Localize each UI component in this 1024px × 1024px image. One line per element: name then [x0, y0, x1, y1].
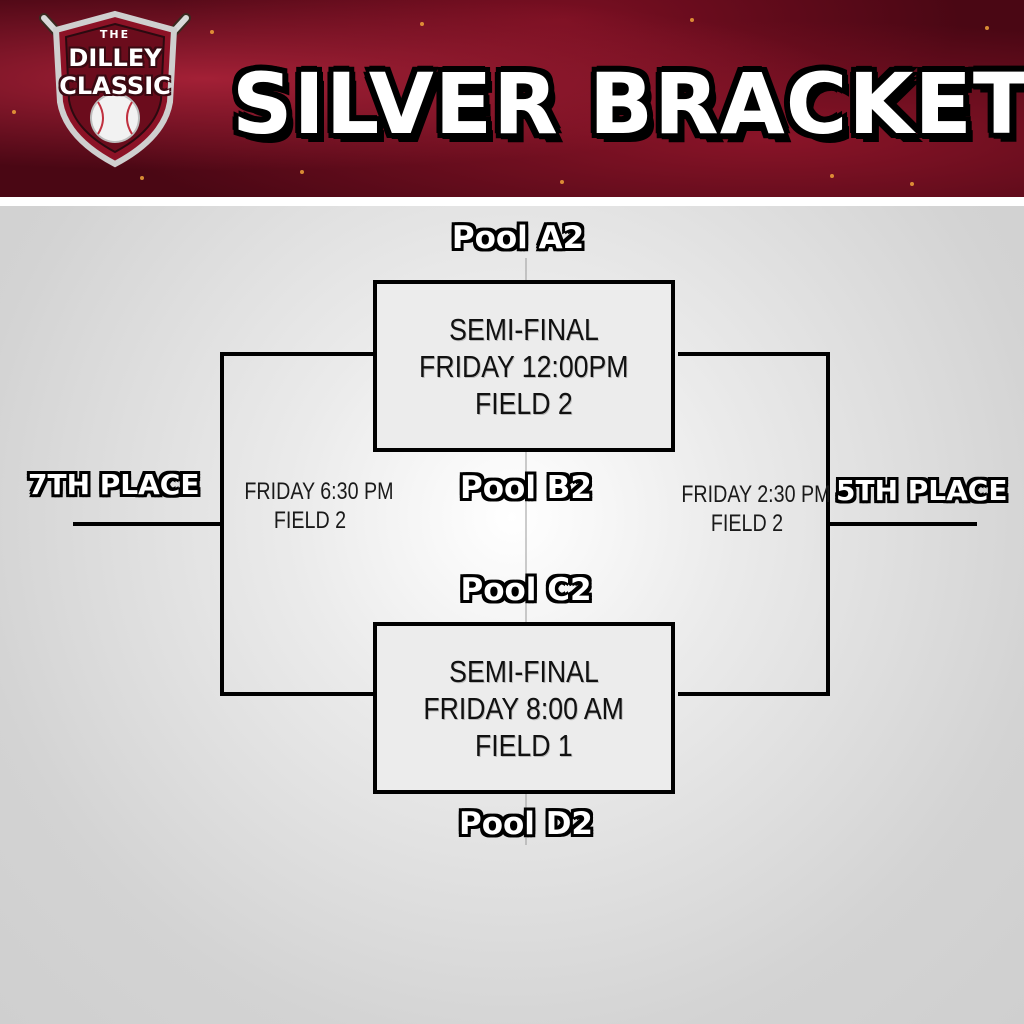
spark-decoration [140, 176, 144, 180]
dilley-classic-logo: THE DILLEY CLASSIC [36, 10, 194, 170]
header-divider [0, 197, 1024, 206]
spark-decoration [300, 170, 304, 174]
fifth-place-game-field: FIELD 2 [710, 510, 784, 537]
semifinal-bottom-title: SEMI-FINAL [449, 653, 599, 689]
semifinal-top-time: FRIDAY 12:00PM [419, 348, 629, 384]
fifth-place-game-info: FRIDAY 2:30 PM FIELD 2 [667, 480, 831, 538]
spark-decoration [690, 18, 694, 22]
semifinal-top-box: SEMI-FINAL FRIDAY 12:00PM FIELD 2 [373, 280, 675, 452]
pool-a-label: Pool A2 [451, 220, 585, 256]
header-banner: THE DILLEY CLASSIC SILVER BRACKET [0, 0, 1024, 197]
spark-decoration [420, 22, 424, 26]
logo-text-line1: DILLEY [68, 44, 162, 72]
semifinal-top-field: FIELD 2 [475, 385, 573, 421]
spark-decoration [830, 174, 834, 178]
pool-c-label: Pool C2 [460, 572, 592, 608]
semifinal-bottom-box: SEMI-FINAL FRIDAY 8:00 AM FIELD 1 [373, 622, 675, 794]
pool-d-label: Pool D2 [458, 806, 594, 842]
semifinal-bottom-field: FIELD 1 [475, 727, 573, 763]
pool-b-label: Pool B2 [460, 470, 592, 506]
semifinal-bottom-time: FRIDAY 8:00 AM [423, 690, 625, 726]
fifth-place-label: 5TH PLACE [836, 474, 1008, 507]
spark-decoration [12, 110, 16, 114]
spark-decoration [560, 180, 564, 184]
seventh-place-game-info: FRIDAY 6:30 PM FIELD 2 [230, 477, 394, 535]
shield-icon [39, 10, 191, 168]
logo-small-text: THE [99, 28, 131, 41]
logo-text-line2: CLASSIC [59, 72, 171, 100]
spark-decoration [210, 30, 214, 34]
spark-decoration [910, 182, 914, 186]
seventh-place-game-field: FIELD 2 [273, 507, 347, 534]
fifth-place-game-time: FRIDAY 2:30 PM [681, 481, 831, 508]
seventh-place-label: 7TH PLACE [28, 468, 200, 501]
page-title: SILVER BRACKET [232, 55, 1024, 153]
spark-decoration [985, 26, 989, 30]
seventh-place-game-time: FRIDAY 6:30 PM [244, 478, 394, 505]
semifinal-top-title: SEMI-FINAL [449, 311, 599, 347]
